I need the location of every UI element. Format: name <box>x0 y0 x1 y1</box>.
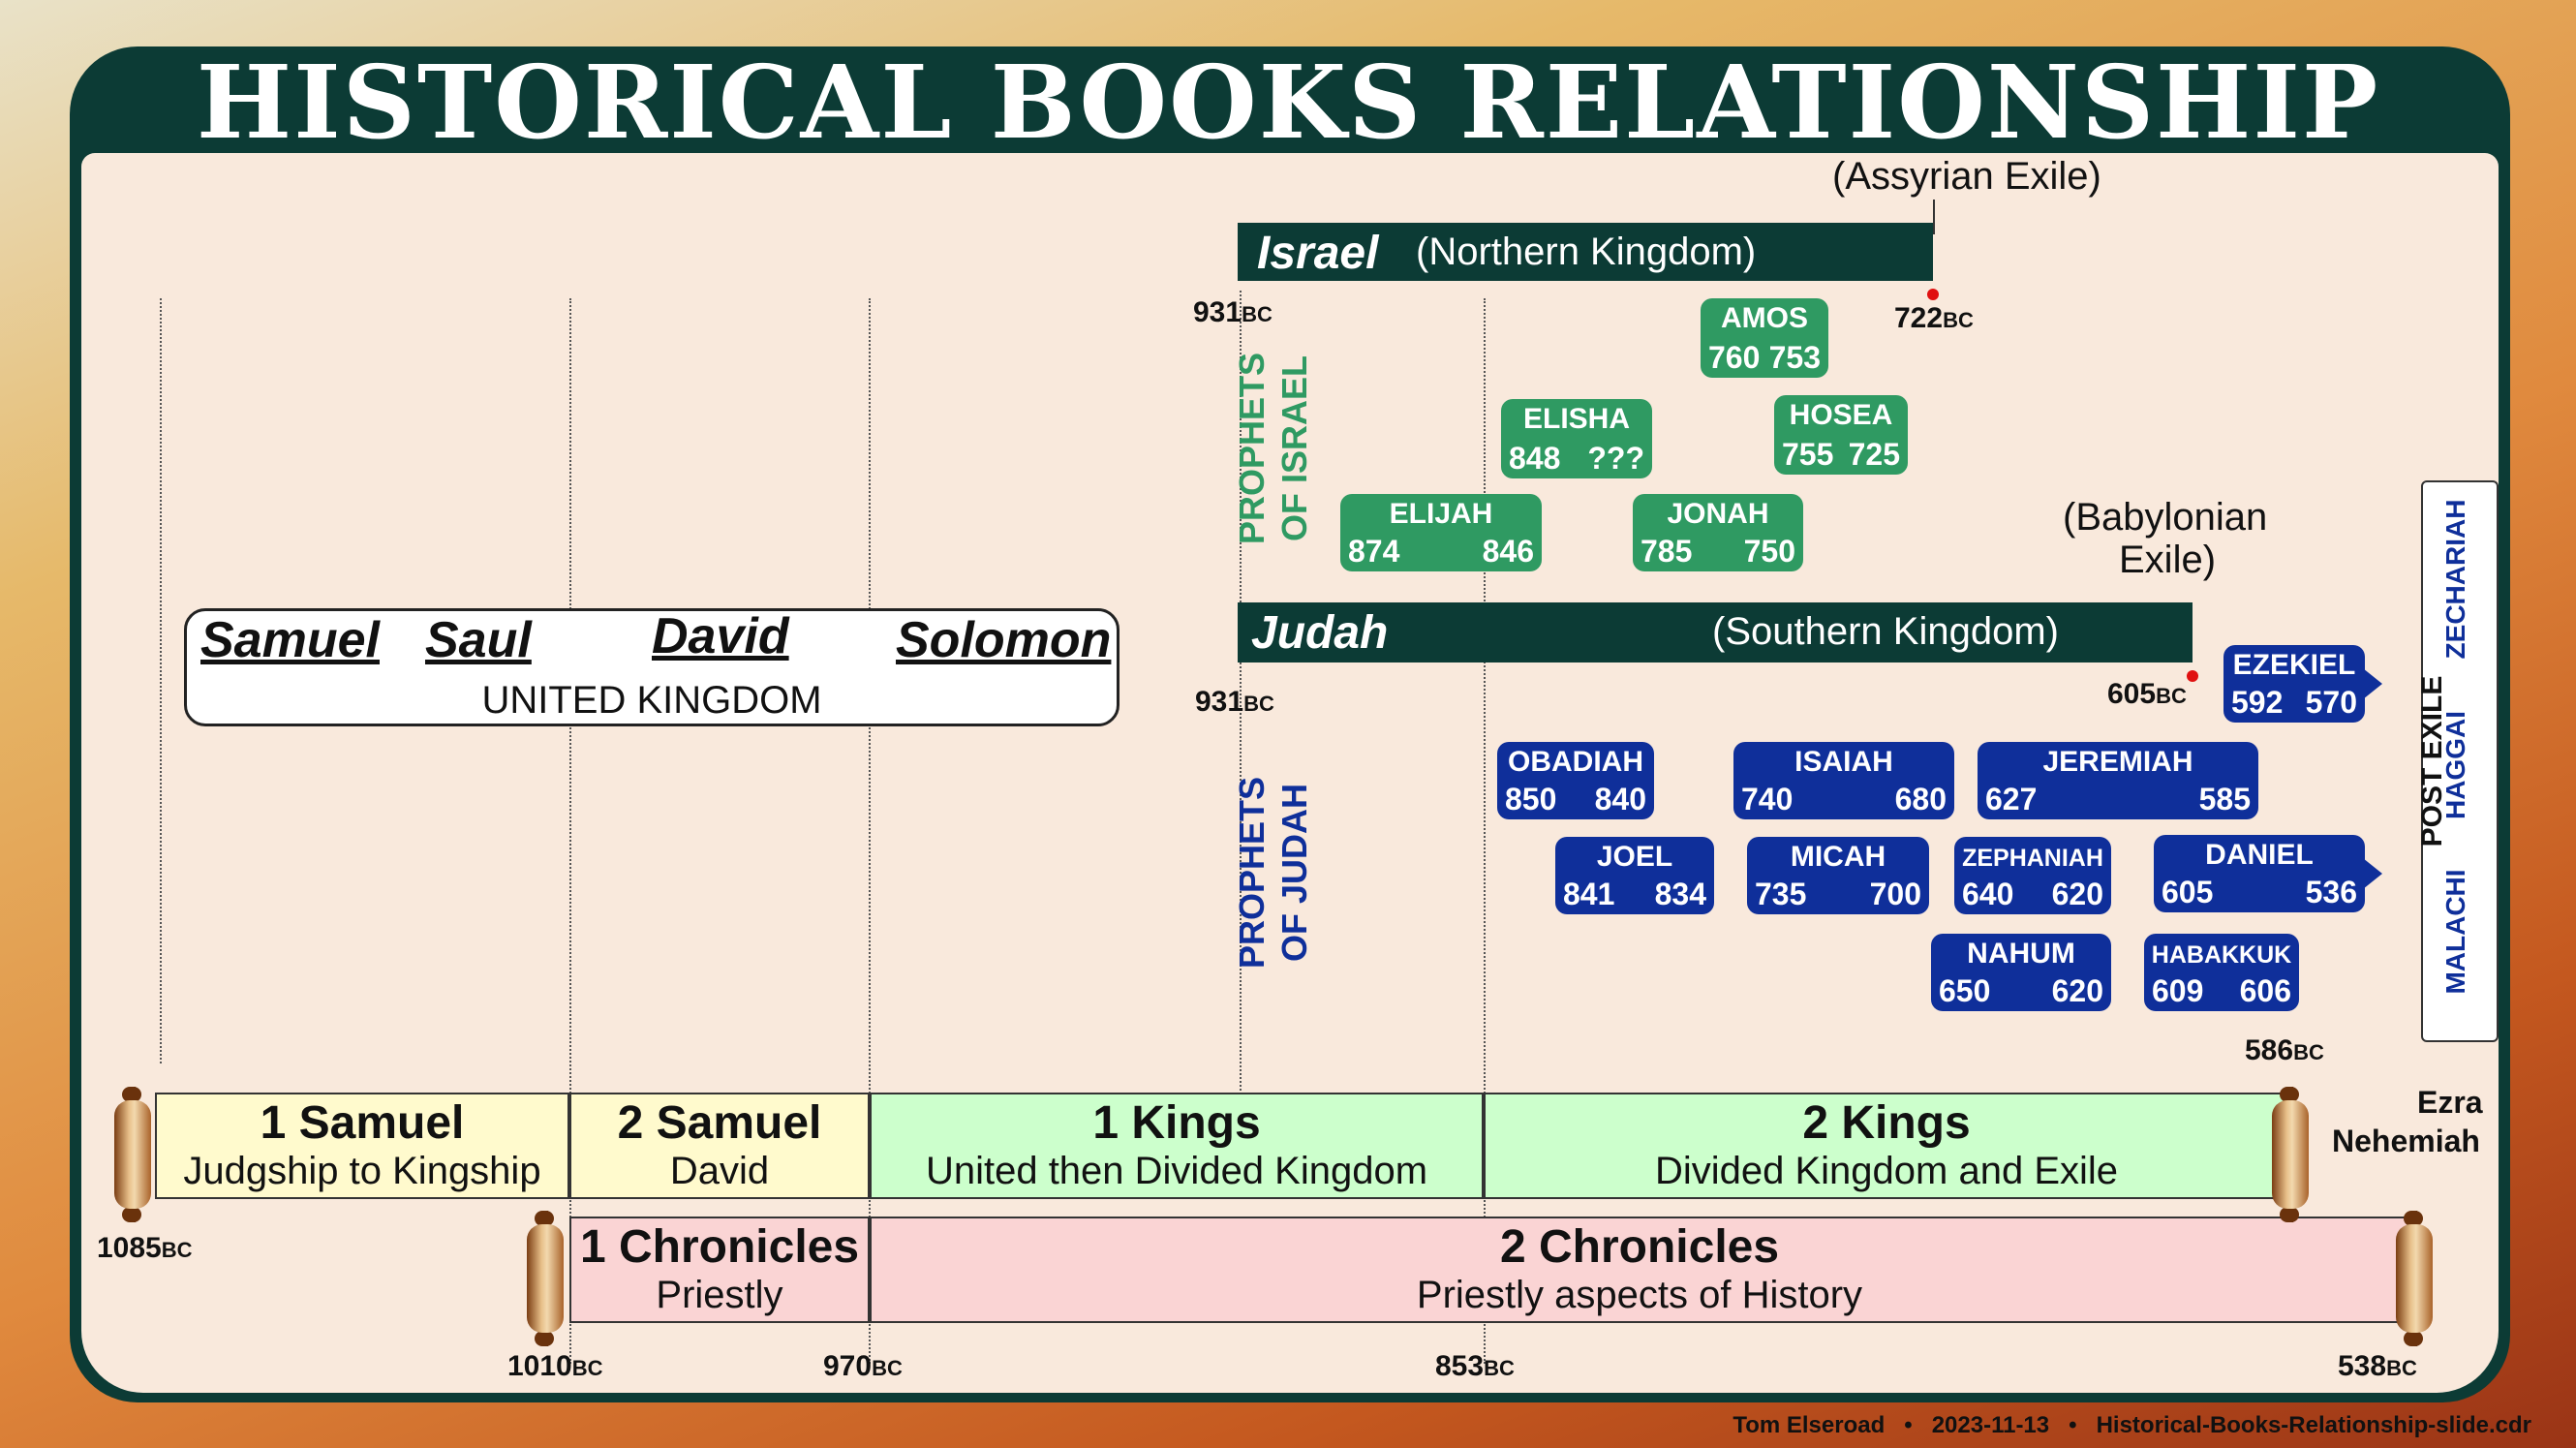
prophet-joel: JOEL 841 834 <box>1555 837 1714 914</box>
united-kingdom-label: UNITED KINGDOM <box>481 679 822 722</box>
post-exile-zechariah: ZECHARIAH <box>2440 499 2470 660</box>
scroll-icon-1-chronicles <box>523 1211 566 1346</box>
nehemiah-label: Nehemiah <box>2332 1124 2480 1158</box>
prophet-micah: MICAH 735 700 <box>1747 837 1929 914</box>
israel-bar: Israel (Northern Kingdom) <box>1238 223 1933 281</box>
judah-start-date: 931BC <box>1195 686 1274 718</box>
leader-saul: Saul <box>425 612 532 668</box>
prophet-daniel: DANIEL 605 536 <box>2154 835 2365 912</box>
israel-subtitle: (Northern Kingdom) <box>1416 231 1757 273</box>
ezra-label: Ezra <box>2417 1085 2483 1120</box>
prophets-of-israel-label: PROPHETS OF ISRAEL <box>1232 352 1314 545</box>
date-970: 970BC <box>823 1350 903 1382</box>
ezekiel-arrow <box>2363 668 2382 699</box>
prophet-jonah: JONAH 785 750 <box>1633 494 1803 571</box>
book-1-chronicles: 1 Chronicles Priestly <box>569 1217 870 1323</box>
israel-end-marker <box>1927 289 1939 300</box>
guide-line-853 <box>1484 298 1486 1364</box>
book-1-kings: 1 Kings United then Divided Kingdom <box>870 1093 1484 1199</box>
prophet-hosea: HOSEA 755 725 <box>1774 395 1908 475</box>
judah-name: Judah <box>1251 607 1389 659</box>
date-586: 586BC <box>2245 1034 2324 1066</box>
israel-name: Israel <box>1257 228 1379 279</box>
book-2-kings: 2 Kings Divided Kingdom and Exile <box>1484 1093 2289 1199</box>
leader-samuel: Samuel <box>200 612 380 668</box>
date-853: 853BC <box>1435 1350 1515 1382</box>
post-exile-haggai: HAGGAI <box>2440 711 2470 819</box>
assyrian-exile-pointer <box>1933 200 1935 234</box>
scroll-icon-1-samuel <box>110 1087 153 1222</box>
leader-david: David <box>652 608 789 664</box>
judah-end-marker <box>2187 670 2198 682</box>
scroll-icon-2-chronicles <box>2392 1211 2435 1346</box>
judah-end-date: 605BC <box>2107 678 2187 710</box>
date-538: 538BC <box>2338 1350 2417 1382</box>
post-exile-box: POST EXILE MALACHI HAGGAI ZECHARIAH <box>2416 480 2499 1042</box>
prophet-elisha: ELISHA 848 ??? <box>1501 399 1652 478</box>
scroll-icon-2-kings <box>2268 1087 2311 1222</box>
prophet-amos: AMOS 760 753 <box>1701 298 1828 378</box>
leader-solomon: Solomon <box>896 612 1112 668</box>
slide-title: HISTORICAL BOOKS RELATIONSHIP <box>196 43 2380 162</box>
guide-line-1010 <box>569 298 571 1364</box>
prophet-jeremiah: JEREMIAH 627 585 <box>1978 742 2258 819</box>
israel-start-date: 931BC <box>1193 296 1273 328</box>
guide-line-1085 <box>160 298 162 1063</box>
footer-credit: Tom Elseroad • 2023-11-13 • Historical-B… <box>1733 1412 2531 1438</box>
assyrian-exile-label: (Assyrian Exile) <box>1832 155 2101 198</box>
guide-line-931 <box>1240 291 1242 1094</box>
book-2-samuel: 2 Samuel David <box>569 1093 870 1199</box>
post-exile-malachi: MALACHI <box>2440 869 2470 995</box>
babylonian-exile-label-1: (Babylonian <box>2063 496 2268 539</box>
date-1085: 1085BC <box>97 1232 193 1264</box>
israel-end-date: 722BC <box>1894 302 1974 334</box>
book-2-chronicles: 2 Chronicles Priestly aspects of History <box>870 1217 2409 1323</box>
daniel-arrow <box>2363 858 2382 889</box>
prophet-zephaniah: ZEPHANIAH 640 620 <box>1954 837 2111 914</box>
date-1010: 1010BC <box>507 1350 603 1382</box>
guide-line-970 <box>869 298 871 1364</box>
prophet-ezekiel: EZEKIEL 592 570 <box>2223 645 2365 723</box>
book-1-samuel: 1 Samuel Judgship to Kingship <box>155 1093 569 1199</box>
united-kingdom-box: Samuel Saul David Solomon UNITED KINGDOM <box>184 608 1119 726</box>
prophet-obadiah: OBADIAH 850 840 <box>1497 742 1654 819</box>
prophet-nahum: NAHUM 650 620 <box>1931 934 2111 1011</box>
prophet-habakkuk: HABAKKUK 609 606 <box>2144 934 2299 1011</box>
prophet-elijah: ELIJAH 874 846 <box>1340 494 1542 571</box>
judah-subtitle: (Southern Kingdom) <box>1712 610 2059 653</box>
judah-bar: Judah (Southern Kingdom) <box>1238 602 2193 662</box>
prophets-of-judah-label: PROPHETS OF JUDAH <box>1232 776 1314 970</box>
babylonian-exile-label-2: Exile) <box>2119 539 2217 581</box>
prophet-isaiah: ISAIAH 740 680 <box>1733 742 1954 819</box>
